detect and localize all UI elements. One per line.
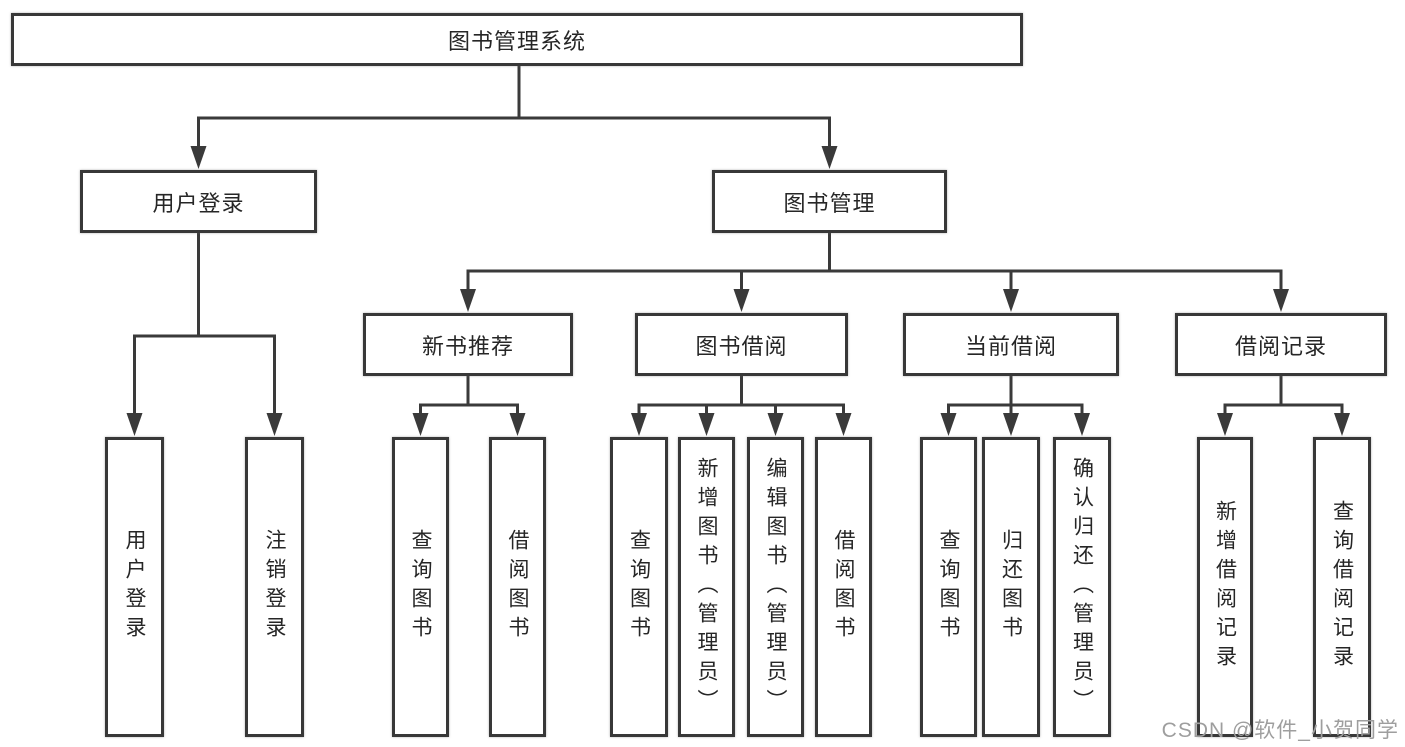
leaf-borrow-book: 借阅图书 bbox=[815, 437, 872, 737]
node-book-borrow: 图书借阅 bbox=[635, 313, 848, 376]
leaf-query-borrow-record: 查询借阅记录 bbox=[1313, 437, 1371, 737]
leaf-query-borrow-record-label: 查询借阅记录 bbox=[1330, 500, 1354, 674]
node-current-borrow: 当前借阅 bbox=[903, 313, 1119, 376]
node-root: 图书管理系统 bbox=[11, 13, 1023, 66]
leaf-query-book-current-label: 查询图书 bbox=[937, 529, 960, 645]
leaf-add-book-admin: 新增图书（管理员） bbox=[678, 437, 735, 737]
leaf-user-login-label: 用户登录 bbox=[123, 529, 146, 645]
leaf-query-book-borrow: 查询图书 bbox=[610, 437, 668, 737]
leaf-user-login: 用户登录 bbox=[105, 437, 164, 737]
leaf-borrow-book-recommend-label: 借阅图书 bbox=[506, 529, 529, 645]
leaf-logout-login: 注销登录 bbox=[245, 437, 304, 737]
node-current-borrow-label: 当前借阅 bbox=[964, 333, 1057, 359]
node-new-book-recommend-label: 新书推荐 bbox=[421, 333, 514, 359]
leaf-edit-book-admin-label: 编辑图书（管理员） bbox=[764, 456, 787, 718]
leaf-edit-book-admin: 编辑图书（管理员） bbox=[747, 437, 804, 737]
leaf-borrow-book-label: 借阅图书 bbox=[832, 529, 855, 645]
watermark: CSDN @软件_小贺同学 bbox=[1161, 719, 1399, 742]
leaf-query-book-current: 查询图书 bbox=[920, 437, 977, 737]
leaf-add-borrow-record-label: 新增借阅记录 bbox=[1213, 500, 1237, 674]
node-new-book-recommend: 新书推荐 bbox=[363, 313, 573, 376]
leaf-borrow-book-recommend: 借阅图书 bbox=[489, 437, 546, 737]
node-borrow-record-label: 借阅记录 bbox=[1234, 333, 1327, 359]
node-book-management-label: 图书管理 bbox=[783, 190, 876, 216]
node-borrow-record: 借阅记录 bbox=[1175, 313, 1387, 376]
node-user-login: 用户登录 bbox=[80, 170, 317, 233]
leaf-add-book-admin-label: 新增图书（管理员） bbox=[695, 456, 718, 718]
node-book-management: 图书管理 bbox=[712, 170, 947, 233]
leaf-return-book-label: 归还图书 bbox=[999, 529, 1023, 645]
node-user-login-label: 用户登录 bbox=[152, 190, 245, 216]
leaf-confirm-return-admin-label: 确认归还（管理员） bbox=[1070, 456, 1094, 718]
node-root-label: 图书管理系统 bbox=[447, 28, 586, 54]
leaf-add-borrow-record: 新增借阅记录 bbox=[1197, 437, 1253, 737]
leaf-query-book-recommend-label: 查询图书 bbox=[409, 529, 432, 645]
leaf-confirm-return-admin: 确认归还（管理员） bbox=[1053, 437, 1111, 737]
leaf-query-book-borrow-label: 查询图书 bbox=[627, 529, 651, 645]
leaf-logout-login-label: 注销登录 bbox=[263, 529, 286, 645]
node-book-borrow-label: 图书借阅 bbox=[695, 333, 788, 359]
leaf-return-book: 归还图书 bbox=[982, 437, 1040, 737]
leaf-query-book-recommend: 查询图书 bbox=[392, 437, 449, 737]
